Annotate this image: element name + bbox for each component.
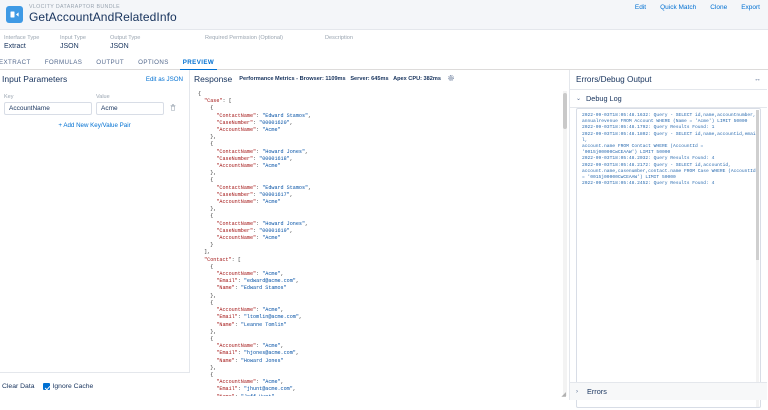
apex-cpu-label: Apex CPU: bbox=[393, 76, 422, 82]
ignore-cache-label: Ignore Cache bbox=[52, 383, 94, 390]
input-parameters-title: Input Parameters bbox=[2, 74, 68, 84]
meta-label: Description bbox=[325, 35, 353, 41]
dataraptor-icon bbox=[6, 6, 23, 23]
trash-icon[interactable] bbox=[168, 104, 178, 113]
debug-log-scrollbar[interactable] bbox=[756, 110, 759, 407]
response-json-viewer[interactable]: { "Case": [ { "ContactName": "Edward Sta… bbox=[198, 91, 562, 396]
meta-label: Input Type bbox=[60, 35, 87, 41]
tab-preview[interactable]: PREVIEW bbox=[176, 59, 221, 70]
gear-icon[interactable] bbox=[448, 75, 454, 83]
meta-output-type: Output Type JSON bbox=[110, 35, 205, 50]
browser-value: 1109ms bbox=[325, 76, 346, 82]
quick-match-button[interactable]: Quick Match bbox=[660, 4, 697, 11]
page-title: GetAccountAndRelatedInfo bbox=[29, 10, 177, 25]
expand-icon[interactable]: ↔ bbox=[754, 76, 761, 83]
tab-formulas[interactable]: FORMULAS bbox=[44, 59, 83, 66]
page-header: VLOCITY DATARAPTOR BUNDLE GetAccountAndR… bbox=[0, 0, 768, 30]
page-body: Input Parameters Edit as JSON Key Value … bbox=[0, 70, 768, 408]
apex-cpu-value: 382ms bbox=[423, 76, 441, 82]
clone-button[interactable]: Clone bbox=[710, 4, 728, 11]
key-column-label: Key bbox=[4, 94, 14, 100]
server-label: Server: bbox=[350, 76, 370, 82]
meta-description: Description bbox=[325, 35, 445, 50]
chevron-right-icon: › bbox=[576, 388, 578, 395]
meta-required-permission: Required Permission (Optional) bbox=[205, 35, 325, 50]
performance-label: Performance Metrics - bbox=[239, 76, 299, 82]
debug-header: Errors/Debug Output ↔ bbox=[570, 70, 767, 89]
add-key-value-pair-button[interactable]: + Add New Key/Value Pair bbox=[58, 122, 131, 129]
param-key-input[interactable] bbox=[4, 102, 92, 115]
meta-input-type: Input Type JSON bbox=[60, 35, 110, 50]
header-actions: Edit Quick Match Clone Export bbox=[633, 3, 762, 12]
debug-title: Errors/Debug Output bbox=[576, 75, 652, 84]
value-column-label: Value bbox=[96, 94, 110, 100]
meta-label: Output Type bbox=[110, 35, 141, 41]
debug-log-box[interactable]: 2022-09-03T18:05:48.1632: Query - SELECT… bbox=[576, 108, 761, 408]
meta-interface-type: Interface Type Extract bbox=[4, 35, 60, 50]
debug-panel: Errors/Debug Output ↔ ⌄ Debug Log 2022-0… bbox=[570, 70, 767, 408]
kv-row bbox=[0, 102, 189, 115]
input-parameters-header: Input Parameters Edit as JSON bbox=[0, 70, 189, 88]
server-value: 645ms bbox=[371, 76, 389, 82]
page-eyebrow: VLOCITY DATARAPTOR BUNDLE bbox=[29, 3, 121, 10]
tab-output[interactable]: OUTPUT bbox=[96, 59, 125, 66]
tab-bar: EXTRACT FORMULAS OUTPUT OPTIONS PREVIEW bbox=[0, 56, 768, 70]
meta-value: Extract bbox=[4, 43, 26, 50]
response-scrollbar[interactable] bbox=[563, 91, 567, 396]
debug-log-toggle[interactable]: ⌄ Debug Log bbox=[570, 90, 767, 107]
edit-as-json-link[interactable]: Edit as JSON bbox=[145, 75, 183, 83]
debug-log-text: 2022-09-03T18:05:48.1632: Query - SELECT… bbox=[582, 113, 756, 187]
errors-accordion[interactable]: › Errors bbox=[570, 382, 767, 400]
response-title: Response bbox=[194, 74, 233, 84]
export-button[interactable]: Export bbox=[741, 4, 760, 11]
meta-value: JSON bbox=[110, 43, 129, 50]
debug-log-label: Debug Log bbox=[586, 94, 622, 103]
ignore-cache-checkbox[interactable]: Ignore Cache bbox=[42, 383, 94, 390]
errors-label: Errors bbox=[587, 387, 607, 396]
tab-extract[interactable]: EXTRACT bbox=[0, 59, 31, 66]
checkbox-icon[interactable] bbox=[42, 383, 50, 390]
param-value-input[interactable] bbox=[96, 102, 164, 115]
kv-column-headers: Key Value bbox=[0, 88, 189, 102]
meta-label: Required Permission (Optional) bbox=[205, 35, 284, 41]
browser-label: Browser: bbox=[299, 76, 324, 82]
edit-button[interactable]: Edit bbox=[634, 4, 647, 11]
meta-label: Interface Type bbox=[4, 35, 40, 41]
chevron-down-icon: ⌄ bbox=[576, 96, 582, 102]
response-header: Response Performance Metrics - Browser: … bbox=[190, 70, 569, 88]
scrollbar-thumb[interactable] bbox=[563, 93, 567, 129]
response-panel: Response Performance Metrics - Browser: … bbox=[190, 70, 570, 400]
meta-value: JSON bbox=[60, 43, 79, 50]
input-parameters-panel: Input Parameters Edit as JSON Key Value … bbox=[0, 70, 571, 400]
resize-handle-icon[interactable]: ◢ bbox=[561, 392, 566, 398]
tab-options[interactable]: OPTIONS bbox=[138, 59, 169, 66]
metadata-row: Interface Type Extract Input Type JSON O… bbox=[0, 30, 768, 54]
performance-metrics: Performance Metrics - Browser: 1109ms Se… bbox=[239, 76, 441, 82]
clear-data-button[interactable]: Clear Data bbox=[2, 383, 35, 390]
debug-log-accordion: ⌄ Debug Log bbox=[570, 89, 767, 108]
scrollbar-thumb[interactable] bbox=[756, 110, 759, 260]
